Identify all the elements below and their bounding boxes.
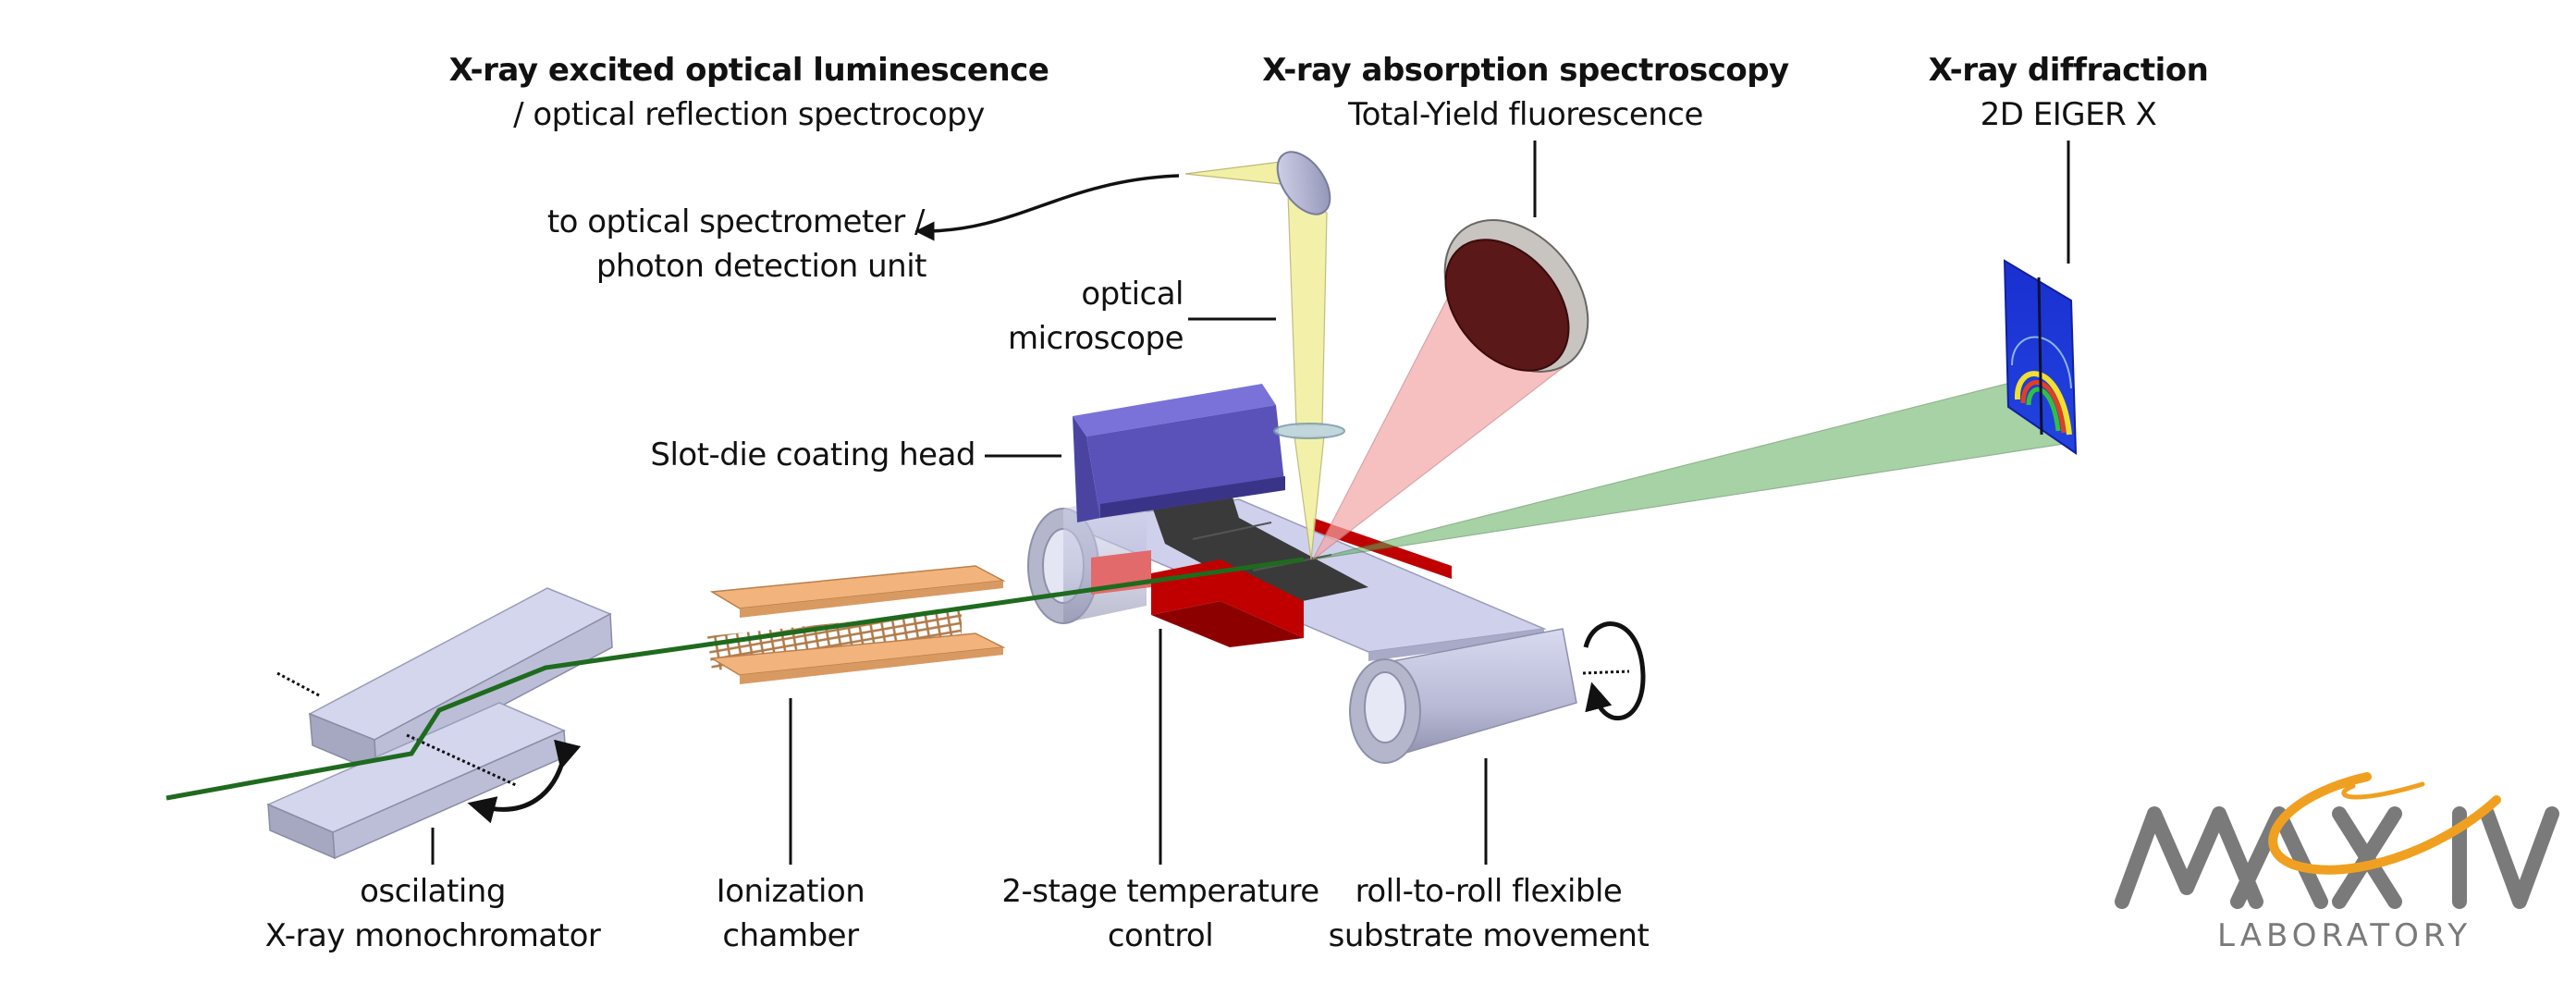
label-roll: roll-to-roll flexible substrate movement [1313, 869, 1664, 958]
maxiv-logo [2115, 772, 2559, 909]
mirror [1276, 151, 1331, 215]
label-slot-die-line1: Slot-die coating head [650, 436, 975, 473]
spectrometer-arrow [914, 174, 1180, 241]
oscillation-arrow [467, 739, 582, 824]
xray-beam [166, 557, 1305, 801]
label-monochromator: oscilating X-ray monochromator [248, 869, 618, 958]
label-monochromator-line1: oscilating [360, 873, 506, 910]
logo-sub-text: LABORATORY [2217, 917, 2472, 954]
label-xas-title: X-ray absorption spectroscopy [1262, 52, 1789, 89]
label-microscope-line2: microscope [1007, 320, 1184, 357]
label-xrd: X-ray diffraction 2D EIGER X [1883, 48, 2253, 137]
logo-swoosh [2268, 772, 2501, 875]
label-xas: X-ray absorption spectroscopy Total-Yiel… [1257, 48, 1794, 137]
ionization-chamber [707, 565, 1006, 684]
rotation-arrow [1583, 621, 1646, 721]
label-monochromator-line2: X-ray monochromator [264, 917, 601, 954]
label-ionization: Ionization chamber [680, 869, 902, 958]
label-xrd-title: X-ray diffraction [1928, 52, 2209, 89]
leader-lines [431, 141, 2070, 865]
label-xeol-subtitle: / optical reflection spectrocopy [513, 96, 985, 133]
label-temperature-line1: 2-stage temperature [1001, 873, 1319, 910]
label-spectrometer: to optical spectrometer / photon detecti… [518, 200, 927, 289]
label-xeol-title: X-ray excited optical luminescence [448, 52, 1049, 89]
eiger-detector [2003, 259, 2078, 455]
upper-rotation-axis [276, 671, 320, 697]
label-ionization-line1: Ionization [716, 873, 865, 910]
label-microscope-line1: optical [1081, 276, 1184, 313]
objective-lens [1273, 423, 1345, 439]
temperature-stage [1091, 550, 1304, 647]
label-xeol: X-ray excited optical luminescence / opt… [435, 48, 1063, 137]
optical-beam [1184, 151, 1345, 560]
label-spectrometer-line1: to optical spectrometer / [546, 203, 926, 240]
label-roll-line1: roll-to-roll flexible [1355, 873, 1623, 910]
label-roll-line2: substrate movement [1328, 917, 1650, 954]
label-temperature: 2-stage temperature control [980, 869, 1341, 958]
label-temperature-line2: control [1107, 917, 1214, 954]
right-roller [1349, 628, 1577, 764]
label-spectrometer-line2: photon detection unit [595, 248, 927, 285]
slot-die-coating-head [1073, 384, 1285, 522]
label-microscope: optical microscope [980, 272, 1184, 361]
label-xas-subtitle: Total-Yield fluorescence [1348, 96, 1703, 133]
label-ionization-line2: chamber [722, 917, 859, 954]
fluorescence-detector [1443, 219, 1589, 373]
label-xrd-subtitle: 2D EIGER X [1980, 96, 2157, 133]
roller-axis [1582, 669, 1630, 675]
label-slot-die: Slot-die coating head [601, 433, 975, 477]
